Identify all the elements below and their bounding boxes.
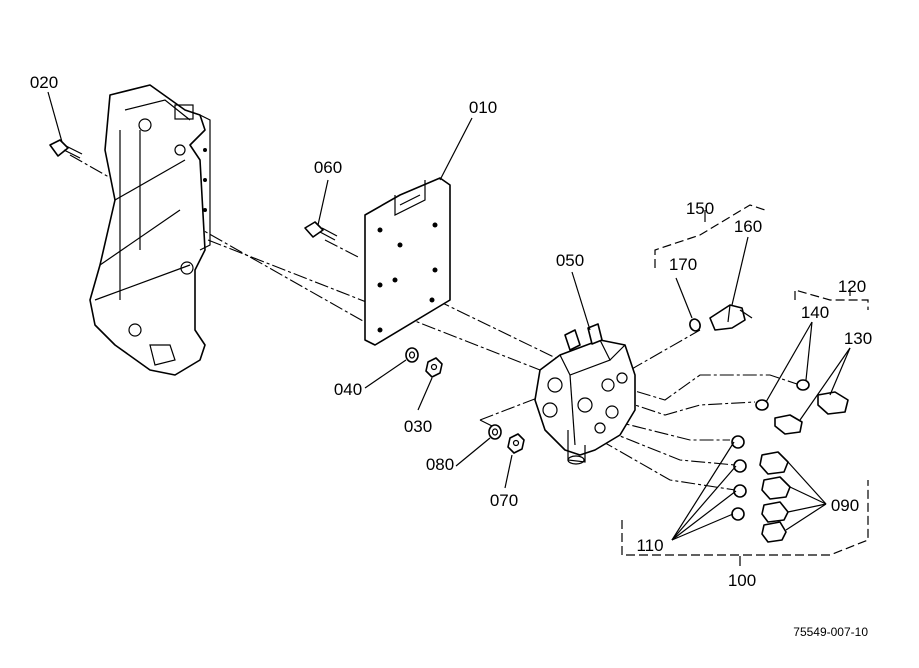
o-ring-170 <box>689 318 701 332</box>
callout-170: 170 <box>669 255 697 274</box>
bolt-060 <box>304 221 338 241</box>
control-valve-050 <box>534 323 636 465</box>
group-bracket-090 <box>621 480 869 556</box>
callout-130: 130 <box>844 329 872 348</box>
o-ring-140a <box>796 379 810 391</box>
callout-140: 140 <box>801 303 829 322</box>
nut-030 <box>425 357 443 378</box>
callout-060: 060 <box>314 158 342 177</box>
callout-160: 160 <box>734 217 762 236</box>
plate-010 <box>364 177 451 346</box>
callout-100: 090 <box>831 496 859 515</box>
reference-code: 75549-007-10 <box>793 625 868 639</box>
o-ring-140b <box>755 399 769 411</box>
fitting-130b <box>774 414 803 435</box>
group-bracket-120 <box>794 289 869 310</box>
fitting-130a <box>817 391 849 415</box>
callout-030: 030 <box>404 417 432 436</box>
washer-040 <box>405 347 419 363</box>
washer-080 <box>488 424 502 440</box>
callout-020: 020 <box>30 73 58 92</box>
callout-010: 010 <box>469 98 497 117</box>
callout-110: 110 <box>636 536 663 555</box>
fittings-100 <box>759 451 791 543</box>
o-rings-110 <box>731 435 747 521</box>
callout-040: 040 <box>334 380 362 399</box>
callout-070: 070 <box>490 491 518 510</box>
callout-050: 050 <box>556 251 584 270</box>
callout-150: 150 <box>686 199 714 218</box>
callout-120: 120 <box>838 277 866 296</box>
elbow-fitting-160 <box>709 304 753 331</box>
bolt-020 <box>49 139 83 159</box>
nut-070 <box>507 433 525 454</box>
group-bracket-150 <box>654 204 766 268</box>
bracket-frame <box>89 84 211 376</box>
callout-090: 100 <box>728 571 756 590</box>
callout-080: 080 <box>426 455 454 474</box>
leader-lines <box>47 91 851 566</box>
